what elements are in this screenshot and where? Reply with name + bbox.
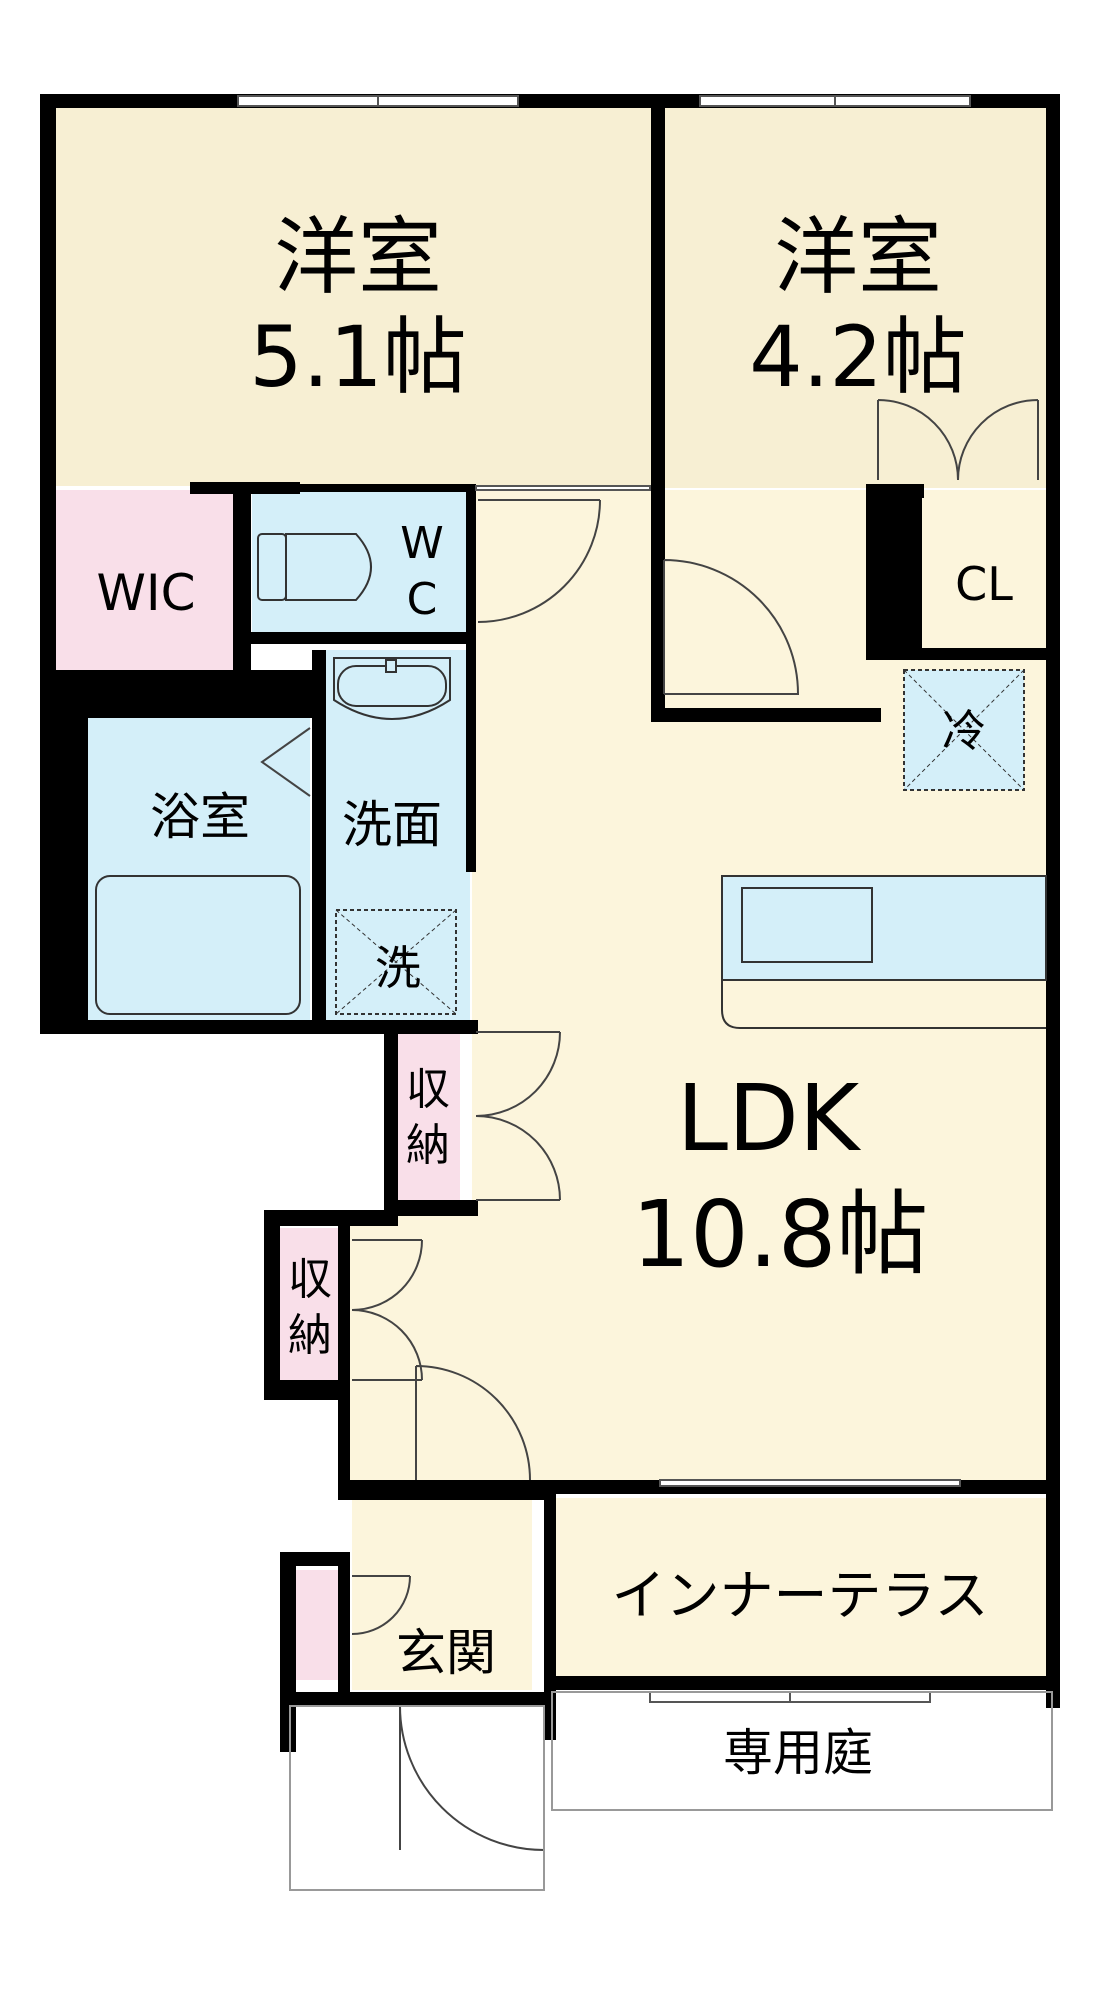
entrance-storage-floor [296,1570,342,1680]
ldk-name: LDK [677,1065,862,1172]
wc-label-w: W [400,518,444,569]
wic-floor [55,490,233,670]
exterior-outline [289,1691,1053,1891]
labels: 洋室 5.1帖 洋室 4.2帖 WIC W C CL 冷 浴室 洗面 洗 収 納… [96,208,1013,1782]
washer-label: 洗 [375,941,421,995]
storage-2-line1: 収 [288,1254,332,1305]
western-room-2-name: 洋室 [774,208,942,306]
toilet [257,533,372,601]
windows [237,95,971,1703]
western-room-1-name: 洋室 [274,208,442,306]
washroom-label: 洗面 [342,796,442,854]
kitchen-counter [721,875,1047,1029]
wic-label: WIC [96,564,195,622]
ldk-floor [472,490,1048,1490]
storage-1-line1: 収 [406,1064,450,1115]
doors [260,399,1039,1851]
storage-2-line2: 納 [288,1310,332,1361]
bathroom-label: 浴室 [150,788,250,846]
inner-terrace-floor [552,1498,1048,1678]
storage-1-floor [398,1030,460,1202]
fridge-label: 冷 [942,706,986,757]
entrance-floor [352,1500,532,1690]
washer-space [335,909,457,1015]
ldk-size: 10.8帖 [632,1181,929,1288]
western-room-2-floor [664,108,1048,488]
storage-1-line2: 納 [406,1120,450,1171]
hall-floor [350,1210,550,1500]
western-room-1-floor [55,108,655,486]
western-room-2-size: 4.2帖 [749,308,967,406]
private-garden-label: 専用庭 [723,1724,873,1782]
wash-basin [333,657,451,720]
closet-label: CL [955,557,1013,611]
inner-terrace-label: インナーテラス [612,1564,989,1627]
bathtub [95,875,301,1015]
wc-label-c: C [407,574,438,625]
storage-2-floor [280,1228,338,1380]
fixtures [95,533,1047,1029]
western-room-1-size: 5.1帖 [249,308,467,406]
entrance-label: 玄関 [396,1624,496,1682]
